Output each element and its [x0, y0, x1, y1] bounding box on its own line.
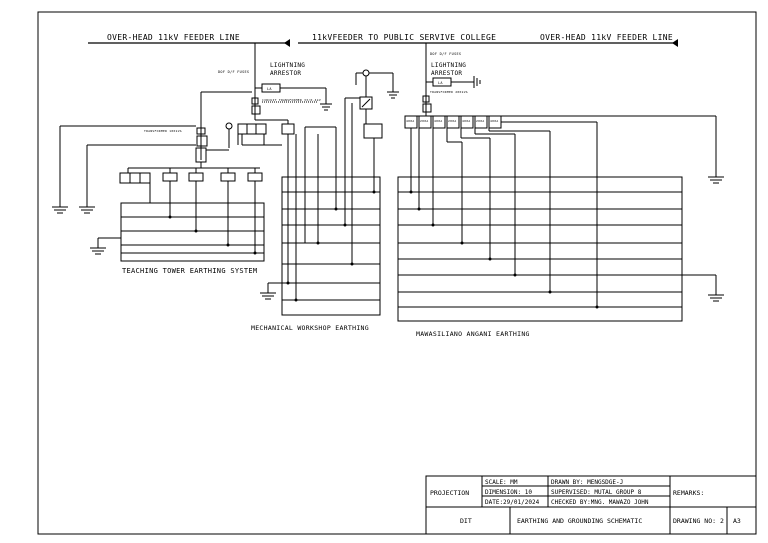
breaker-3-label: 400A	[434, 119, 442, 123]
workshop-earth-grid	[281, 176, 381, 316]
teaching-tower-label: TEACHING TOWER EARTHING SYSTEM	[122, 267, 257, 275]
workshop-breaker	[281, 123, 295, 135]
left-feeder-arrow	[284, 39, 290, 47]
breaker-7-label: 400A	[490, 119, 498, 123]
tower-db-2	[162, 172, 178, 182]
left-feeder-label: OVER-HEAD 11kV FEEDER LINE	[107, 33, 240, 42]
middle-feeder-label: 11kVFEEDER TO PUBLIC SERVIVE COLLEGE	[312, 33, 496, 42]
right-transformer-text: TRANSFORMER 200kVA	[430, 90, 468, 94]
left-transformer-box	[251, 105, 261, 115]
right-dof-label: DOF D/F FUSES	[430, 52, 461, 56]
supervised-label: SUPERVISED: MUTAL GROUP 8	[551, 489, 642, 496]
mawasiliano-earth-grid	[397, 176, 683, 322]
left-breaker-group	[237, 123, 267, 135]
left-arrestor-label-1: LIGHTNING	[270, 62, 305, 69]
middle-branch	[343, 69, 399, 227]
tower-earth-grid	[120, 202, 265, 262]
middle-db-box	[363, 123, 383, 139]
mawasiliano-label: MAWASILIANO ANGANI EARTHING	[416, 330, 530, 338]
mawasiliano-section: MAWASILIANO ANGANI EARTHING	[397, 121, 724, 338]
tower-db-4	[220, 172, 236, 182]
right-feeder-arrow	[672, 39, 678, 47]
dimension-label: DIMENSION: 10	[485, 489, 532, 496]
projection-label: PROJECTION	[430, 489, 469, 497]
left-arrester-text: LA	[267, 87, 272, 91]
breaker-6-label: 200A	[476, 119, 484, 123]
drawing-number: DRAWING NO: 2	[673, 517, 724, 525]
right-arrestor-label-1: LIGHTNING	[431, 62, 466, 69]
right-transformer-box	[422, 103, 432, 113]
breaker-2	[418, 115, 432, 129]
drawing-border	[37, 11, 757, 535]
paper-size: A3	[733, 517, 741, 525]
breaker-4	[446, 115, 460, 129]
left-fuse	[251, 97, 259, 105]
tower-transformer	[196, 135, 208, 147]
tower-db-1	[119, 172, 151, 184]
breaker-2-label: 200A	[420, 119, 428, 123]
breaker-5	[460, 115, 474, 129]
mechanical-workshop-section: MECHANICAL WORKSHOP EARTHING	[241, 103, 381, 332]
tower-fuse	[196, 127, 206, 135]
title-block: PROJECTION SCALE: MM DIMENSION: 10 DATE:…	[425, 475, 757, 535]
remarks-label: REMARKS:	[673, 489, 704, 497]
drawing-title: EARTHING AND GROUNDING SCHEMATIC	[517, 517, 642, 525]
left-arrestor-label-2: ARRESTOR	[270, 70, 301, 77]
breaker-1-label: 400A	[406, 119, 414, 123]
middle-meter-circle	[362, 69, 370, 77]
checked-by-label: CHECKED BY:MNG. MAWAZO JOHN	[551, 499, 649, 506]
scale-label: SCALE: MM	[485, 479, 518, 486]
breaker-6	[474, 115, 488, 129]
right-feeder-label: OVER-HEAD 11kV FEEDER LINE	[540, 33, 673, 42]
tower-transformer-text: TRANSFORMER 100kVA	[144, 129, 182, 133]
tower-db-5	[247, 172, 263, 182]
tower-meter-circle	[225, 122, 233, 130]
right-transformer-branch: DOF D/F FUSES LIGHTNING ARRESTOR LA TRAN…	[404, 43, 724, 184]
right-fuse	[422, 95, 430, 103]
breaker-row: 400A 200A 400A 200A 400A 200A 400A	[404, 115, 502, 129]
tower-db-3	[188, 172, 204, 182]
left-transformer-branch: DOF D/F FUSES LIGHTNING ARRESTOR LA CIRC…	[200, 43, 332, 135]
left-transformer-text: CIRCUIT TRANSFORMER 33/0.4kV	[262, 98, 321, 102]
drawn-by-label: DRAWN BY: MENGSDGE-J	[551, 479, 623, 486]
institute-label: DIT	[460, 517, 472, 525]
breaker-3	[432, 115, 446, 129]
teaching-tower-section: TRANSFORMER 100kVA	[52, 122, 265, 275]
breaker-4-label: 200A	[448, 119, 456, 123]
breaker-5-label: 400A	[462, 119, 470, 123]
date-label: DATE:29/01/2024	[485, 499, 540, 506]
feeder-lines: OVER-HEAD 11kV FEEDER LINE 11kVFEEDER TO…	[88, 33, 678, 47]
workshop-label: MECHANICAL WORKSHOP EARTHING	[251, 324, 369, 332]
left-dof-label: DOF D/F FUSES	[218, 70, 249, 74]
right-arrester-text: LA	[438, 81, 443, 85]
right-arrestor-label-2: ARRESTOR	[431, 70, 462, 77]
